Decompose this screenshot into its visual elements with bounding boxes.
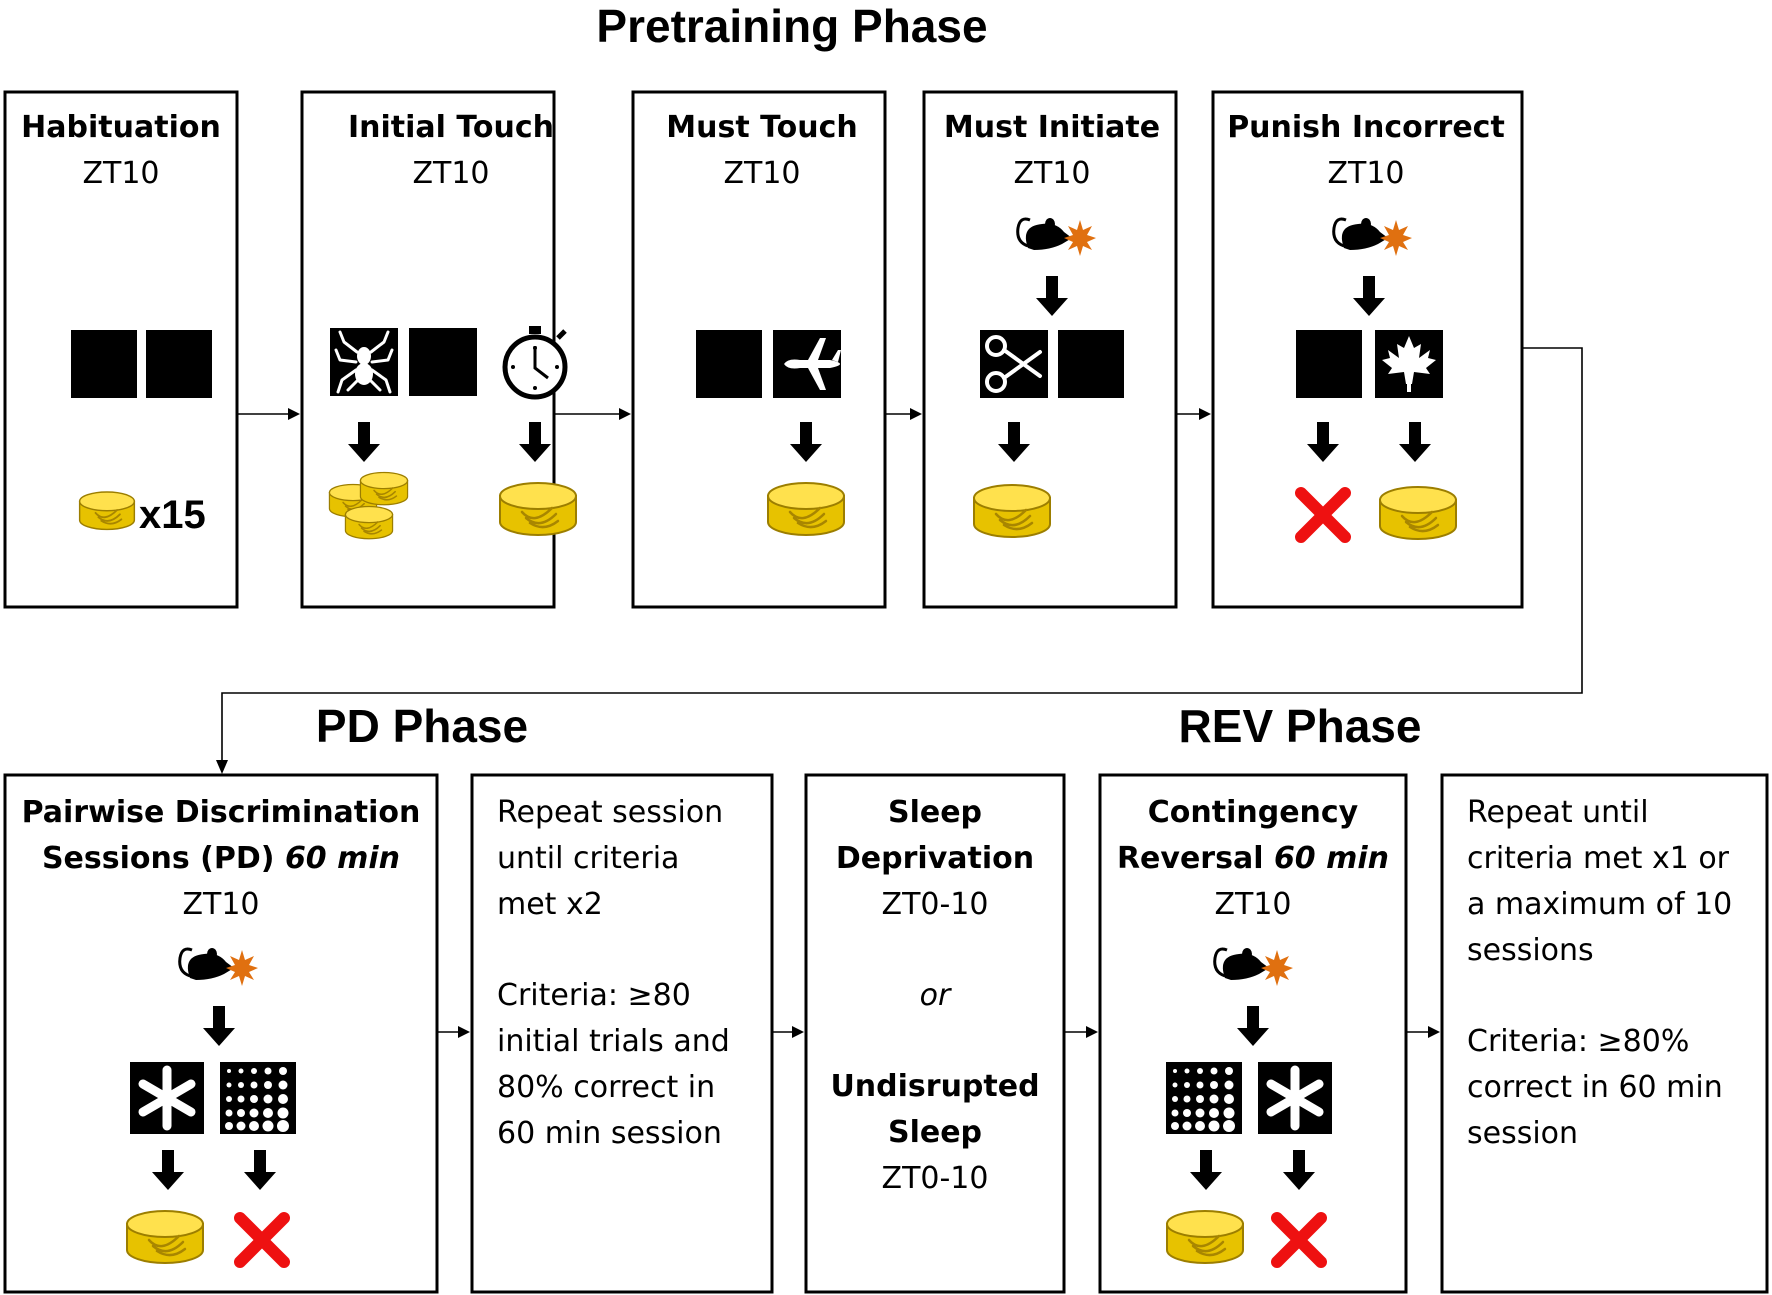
- must-initiate-title: Must Initiate: [944, 110, 1160, 145]
- must-touch-title: Must Touch: [666, 110, 857, 145]
- undisrupted-sleep-zt: ZT0-10: [882, 1161, 989, 1196]
- maple-leaf-icon: [1375, 330, 1443, 398]
- rev-repeat-line: correct in 60 min: [1467, 1070, 1723, 1105]
- habituation-title: Habituation: [21, 110, 221, 145]
- dot-grid-icon: [220, 1062, 296, 1134]
- sleep-or: or: [920, 978, 952, 1013]
- initial-touch-title: Initial Touch: [348, 110, 554, 145]
- punish-incorrect-title: Punish Incorrect: [1227, 110, 1505, 145]
- must-initiate-zt: ZT10: [1013, 156, 1090, 191]
- rev-phase-title: REV Phase: [1179, 700, 1422, 752]
- pd-repeat-line: until criteria: [497, 841, 679, 876]
- pd-repeat-line: 80% correct in: [497, 1070, 715, 1105]
- undisrupted-sleep-title-line1: Undisrupted: [830, 1069, 1039, 1104]
- reward-pellet-icon: [359, 471, 409, 506]
- pairwise-title-line2: Sessions (PD) 60 min: [42, 841, 400, 876]
- blank-screen: [409, 328, 477, 396]
- pairwise-zt: ZT10: [182, 887, 259, 922]
- reversal-zt: ZT10: [1214, 887, 1291, 922]
- blank-screen-left: [71, 330, 137, 398]
- reward-pellet-icon: [344, 505, 394, 540]
- sleep-deprivation-title-line2: Deprivation: [836, 841, 1034, 876]
- reward-pellet-icon: [125, 1209, 205, 1265]
- flow-connector: [216, 347, 1583, 774]
- reward-pellet-icon: [1378, 485, 1458, 541]
- punish-incorrect-zt: ZT10: [1327, 156, 1404, 191]
- stopwatch-icon: [502, 326, 568, 400]
- rev-repeat-line: criteria met x1 or: [1467, 841, 1730, 876]
- habituation-reward-count: x15: [139, 493, 206, 537]
- reward-pellet-icon: [1165, 1209, 1245, 1265]
- habituation-zt: ZT10: [82, 156, 159, 191]
- spider-icon: [330, 328, 398, 396]
- pd-repeat-line: initial trials and: [497, 1024, 730, 1059]
- reward-pellet-icon: [78, 491, 136, 531]
- pd-repeat-line: 60 min session: [497, 1116, 722, 1151]
- initial-touch-zt: ZT10: [412, 156, 489, 191]
- undisrupted-sleep-title-line2: Sleep: [888, 1115, 982, 1150]
- pd-phase-title: PD Phase: [316, 700, 528, 752]
- reward-pellet-icon: [498, 481, 578, 537]
- blank-screen-right: [146, 330, 212, 398]
- rev-repeat-line: Criteria: ≥80%: [1467, 1024, 1689, 1059]
- must-touch-zt: ZT10: [723, 156, 800, 191]
- star-burst-icon: [1258, 1062, 1332, 1134]
- pd-repeat-text: Repeat session until criteria met x2 Cri…: [497, 795, 730, 1151]
- reward-pellet-icon: [972, 483, 1052, 539]
- flow-connector: [437, 1026, 1440, 1038]
- pd-repeat-box: [470, 773, 774, 1294]
- reward-pellet-icon: [766, 481, 846, 537]
- punish-incorrect-box: [1211, 90, 1524, 609]
- pd-repeat-line: Repeat session: [497, 795, 723, 830]
- rev-repeat-line: Repeat until: [1467, 795, 1649, 830]
- scissors-icon: [980, 330, 1048, 398]
- blank-screen: [1296, 330, 1362, 398]
- airplane-icon: [773, 330, 841, 398]
- sleep-box: [804, 773, 1066, 1294]
- rev-repeat-line: a maximum of 10: [1467, 887, 1732, 922]
- rev-repeat-text: Repeat until criteria met x1 or a maximu…: [1467, 795, 1732, 1151]
- rev-repeat-box: [1440, 773, 1769, 1294]
- pd-repeat-line: Criteria: ≥80: [497, 978, 691, 1013]
- blank-screen: [696, 330, 762, 398]
- pairwise-title-line1: Pairwise Discrimination: [22, 795, 421, 830]
- blank-screen: [1058, 330, 1124, 398]
- pd-repeat-line: met x2: [497, 887, 603, 922]
- reversal-title-line2: Reversal 60 min: [1117, 841, 1389, 876]
- pretraining-phase-title: Pretraining Phase: [596, 0, 987, 52]
- dot-grid-icon: [1166, 1062, 1242, 1134]
- sleep-deprivation-title-line1: Sleep: [888, 795, 982, 830]
- star-burst-icon: [130, 1062, 204, 1134]
- rev-repeat-line: sessions: [1467, 933, 1594, 968]
- reversal-title-line1: Contingency: [1148, 795, 1359, 830]
- rev-repeat-line: session: [1467, 1116, 1578, 1151]
- sleep-deprivation-zt: ZT0-10: [882, 887, 989, 922]
